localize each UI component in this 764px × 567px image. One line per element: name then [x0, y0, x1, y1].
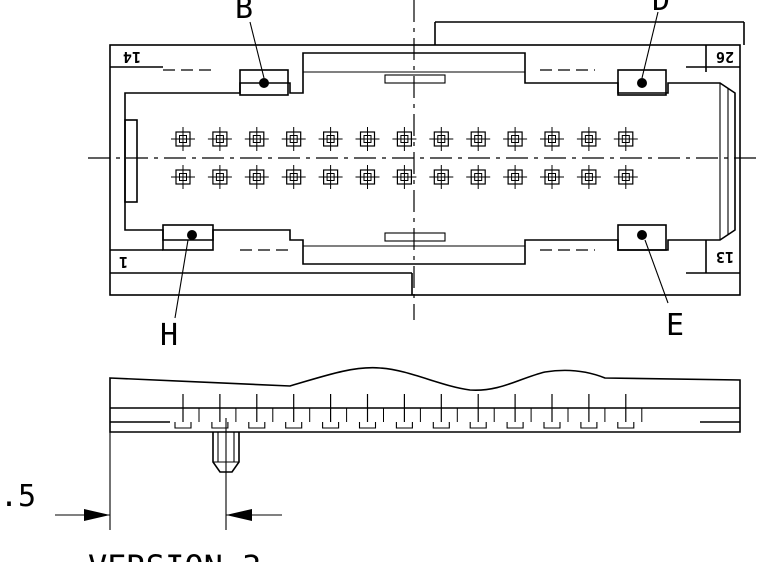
side-pin: [580, 394, 606, 429]
pin-terminal: [540, 165, 564, 189]
dimension-arrow-left: [84, 509, 110, 521]
pin-terminal: [318, 127, 343, 151]
callout-d: D: [652, 0, 670, 18]
side-pin: [506, 394, 532, 429]
pin-terminal: [207, 165, 232, 189]
leader-d: [641, 11, 659, 79]
pin-terminal: [392, 127, 417, 151]
pin-terminal: [281, 165, 306, 189]
side-pin: [617, 394, 643, 429]
pin-terminal: [392, 165, 417, 189]
top-key: [384, 74, 446, 84]
pin-terminal: [576, 165, 601, 189]
pin-terminal: [355, 165, 380, 189]
side-view: .5 VERSION 3: [0, 366, 741, 567]
left-latch: [124, 119, 138, 203]
side-pin: [322, 394, 348, 429]
dimension-arrow-right: [226, 509, 252, 521]
leader-e: [644, 239, 669, 304]
pin-terminal: [244, 127, 269, 151]
side-pin: [469, 394, 495, 429]
leader-b: [249, 21, 265, 79]
pin-terminal: [613, 127, 638, 151]
side-pin: [285, 394, 311, 429]
side-pin: [174, 394, 200, 429]
callout-e: E: [666, 308, 684, 343]
housing-outline: [109, 44, 741, 296]
pin-terminal: [429, 127, 454, 151]
pin-grid: [171, 127, 638, 189]
boss-b: [239, 69, 289, 96]
pin-label-14: 14: [123, 48, 141, 66]
pin-terminal: [613, 165, 638, 189]
pin-label-1: 1: [119, 253, 128, 271]
pin-terminal: [281, 127, 306, 151]
callout-h: H: [160, 318, 178, 353]
side-pin: [211, 394, 237, 429]
pin-terminal: [503, 127, 528, 151]
pin-terminal: [355, 127, 380, 151]
pin-terminal: [207, 127, 232, 151]
pin-terminal: [466, 165, 491, 189]
pin-label-26: 26: [716, 48, 734, 66]
side-pins: [174, 394, 643, 429]
pin-terminal: [503, 165, 528, 189]
side-pin: [358, 394, 384, 429]
side-pin: [543, 394, 569, 429]
pin-terminal: [429, 165, 454, 189]
side-pin: [395, 394, 421, 429]
pin-terminal: [576, 127, 601, 151]
pin-terminal: [171, 165, 195, 189]
side-pin: [248, 394, 274, 429]
side-pin: [432, 394, 458, 429]
callout-b: B: [235, 0, 253, 26]
leader-h: [174, 239, 189, 319]
pin-label-13: 13: [716, 248, 734, 266]
boss-e: [617, 224, 667, 251]
boss-d: [617, 69, 667, 96]
version-label: VERSION 3: [88, 548, 261, 562]
pin-terminal: [466, 127, 491, 151]
pin-terminal: [171, 127, 195, 151]
dimension-value: .5: [0, 479, 36, 514]
side-body: [109, 366, 741, 433]
top-view: 14 26 1 13 B D H E: [88, 0, 760, 353]
pin-terminal: [318, 165, 343, 189]
boss-h: [162, 224, 214, 251]
bottom-key: [384, 232, 446, 242]
pin-terminal: [244, 165, 269, 189]
pin-terminal: [540, 127, 564, 151]
